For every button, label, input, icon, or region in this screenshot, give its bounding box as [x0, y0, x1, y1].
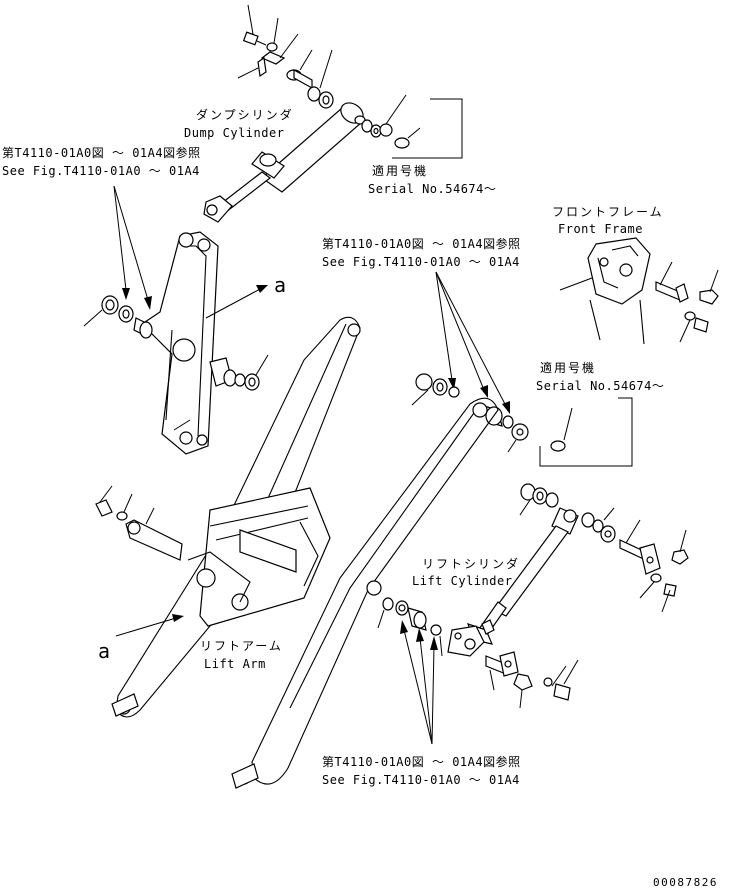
lift-cylinder-bottom-bushings [377, 597, 443, 657]
front-frame-pin [655, 261, 719, 305]
dump-cylinder-spacer [307, 49, 334, 109]
dump-cylinder-top-bolt [242, 4, 267, 46]
ref-2-label-en: See Fig.T4110-01A0 ～ 01A4 [322, 255, 520, 269]
lift-cylinder-frame-pin [619, 519, 689, 613]
ref-3-label-en: See Fig.T4110-01A0 ～ 01A4 [322, 773, 520, 787]
callout-a-lower-arrow [115, 614, 184, 637]
serial-box-1 [392, 98, 463, 159]
lift-arm-left-pin [95, 485, 183, 561]
bell-crank-right-bushings [209, 354, 269, 391]
serial-2-label-en: Serial No.54674～ [536, 379, 664, 393]
ref-2-label-jp: 第T4110-01A0図 ～ 01A4図参照 [322, 236, 521, 251]
ref-3-arrows [400, 620, 438, 745]
drawing-number: 00087826 [653, 876, 718, 889]
ref-2-arrows [435, 271, 510, 414]
dump-cylinder-pin [286, 49, 313, 90]
callout-a-upper: a [274, 273, 286, 297]
lift-arm-label-en: Lift Arm [204, 657, 266, 671]
serial-1-label-jp: 適用号機 [372, 163, 428, 178]
bell-crank [141, 231, 219, 455]
lift-cylinder-top-parts [519, 483, 616, 543]
ref-1-arrows [113, 185, 152, 310]
lift-cylinder-label-jp: リフトシリンダ [422, 556, 520, 571]
callout-a-lower: a [98, 639, 110, 663]
dump-cylinder-rod-washers [361, 94, 407, 138]
front-frame-label-jp: フロントフレーム [552, 205, 664, 219]
lift-arm-label-jp: リフトアーム [200, 639, 283, 653]
ref-1-label-en: See Fig.T4110-01A0 ～ 01A4 [2, 164, 200, 178]
dump-cylinder-group [203, 4, 463, 223]
lift-arm [111, 316, 499, 789]
dump-cylinder-plate [237, 33, 299, 79]
serial-box-2 [539, 397, 633, 467]
front-frame-bolt [679, 311, 709, 343]
front-frame-label-en: Front Frame [558, 222, 643, 236]
dump-cylinder-washer [266, 17, 279, 52]
serial-2-label-jp: 適用号機 [540, 360, 596, 375]
lift-arm-top-pin-parts [411, 373, 529, 453]
dump-cylinder-body [203, 102, 366, 223]
lift-cylinder-bottom-pin [485, 651, 579, 709]
bell-crank-left-bushings [83, 295, 153, 339]
callout-a-upper-arrow [205, 285, 268, 319]
front-frame-bracket [559, 237, 651, 345]
dump-cylinder-label-en: Dump Cylinder [184, 126, 284, 140]
lift-cylinder-body [447, 507, 579, 657]
ref-3-label-jp: 第T4110-01A0図 ～ 01A4図参照 [322, 754, 521, 769]
dump-cylinder-label-jp: ダンプシリンダ [196, 107, 294, 122]
lift-cylinder-label-en: Lift Cylinder [412, 574, 512, 588]
serial-1-label-en: Serial No.54674～ [368, 182, 496, 196]
ref-1-label-jp: 第T4110-01A0図 ～ 01A4図参照 [2, 145, 201, 160]
